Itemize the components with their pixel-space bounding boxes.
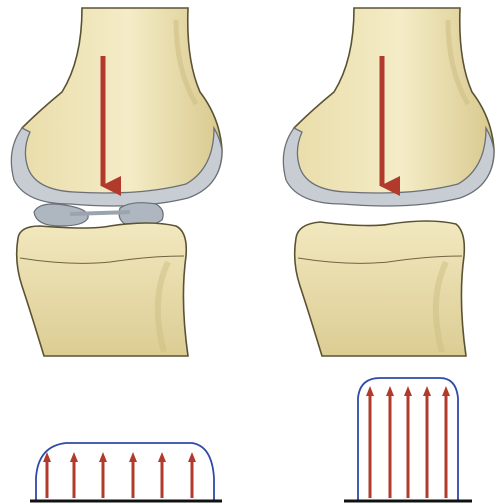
femur-left (14, 7, 223, 206)
tibia-left (15, 222, 189, 357)
femoral-cartilage-right (282, 125, 495, 207)
pressure-envelope-left (35, 442, 215, 500)
pressure-arrow-left-head-3 (99, 452, 107, 462)
pressure-arrow-right-head-2 (386, 386, 394, 396)
pressure-plot-left (30, 442, 222, 503)
pressure-arrow-right-head-1 (366, 386, 374, 396)
pressure-arrow-left-head-6 (188, 452, 196, 462)
pressure-arrow-right-head-3 (404, 386, 412, 396)
right-panel (282, 7, 495, 503)
tibia-right (293, 220, 467, 357)
pressure-arrows-right (366, 386, 450, 498)
pressure-arrow-right-head-4 (423, 386, 431, 396)
pressure-arrow-right-head-5 (442, 386, 450, 396)
pressure-arrow-left-head-1 (43, 452, 51, 462)
femoral-cartilage-left (10, 125, 223, 207)
pressure-arrow-left-head-2 (70, 452, 78, 462)
pressure-arrow-left-head-4 (129, 452, 137, 462)
pressure-arrow-left-head-5 (158, 452, 166, 462)
femur-right (286, 7, 495, 206)
pressure-plot-right (344, 377, 472, 503)
meniscus-left (33, 202, 164, 227)
pressure-envelope-right (357, 377, 459, 500)
pressure-arrows-left (43, 452, 196, 498)
left-panel (10, 7, 223, 503)
